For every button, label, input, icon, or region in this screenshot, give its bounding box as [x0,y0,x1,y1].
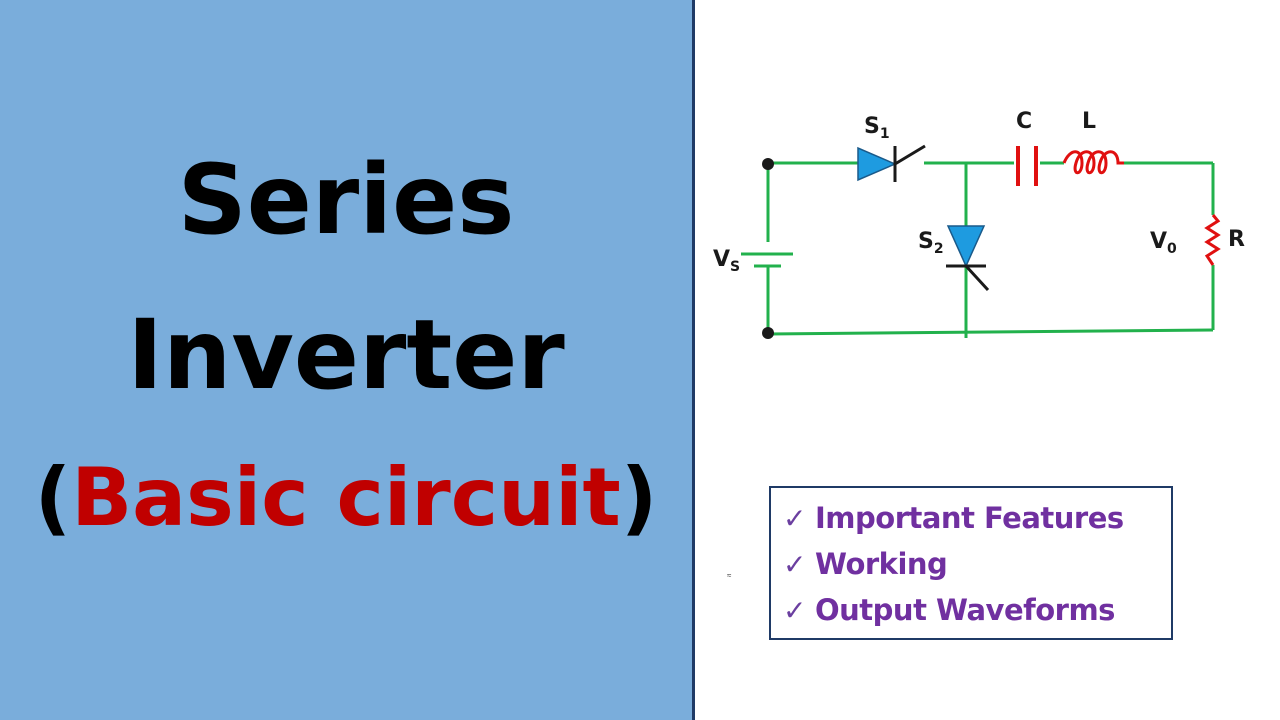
small-mark: ≈ [727,571,732,580]
open-paren: ( [34,451,72,544]
title-panel: Series Inverter (Basic circuit) [0,0,692,720]
capacitor [1016,146,1038,186]
feature-text: Important Features [815,501,1124,535]
features-box: ✓ Important Features ✓ Working ✓ Output … [769,486,1173,640]
close-paren: ) [620,451,658,544]
feature-item: ✓ Working [783,544,948,584]
wires [766,161,1215,338]
label-c: C [1016,109,1032,134]
thyristor-s1 [857,144,926,182]
series-inverter-circuit: VS S1 S2 C L V0 R [713,109,1245,339]
inductor [1062,150,1124,175]
check-icon: ✓ [783,547,807,581]
label-v0: V0 [1150,229,1177,257]
label-s1: S1 [864,114,890,142]
title-line-1: Series [177,144,515,256]
panel-divider [692,0,695,720]
label-vs: VS [713,247,740,275]
feature-item: ✓ Important Features [783,498,1124,538]
check-icon: ✓ [783,501,807,535]
feature-item: ✓ Output Waveforms [783,590,1115,630]
label-r: R [1228,227,1245,252]
wire-bottom [767,328,1214,336]
battery [741,252,793,268]
thyristor-s2 [946,225,990,292]
label-l: L [1082,109,1096,134]
title-line-3: (Basic circuit) [0,448,692,548]
title-line-2: Inverter [127,299,565,411]
label-s2: S2 [918,229,944,257]
resistor [1204,214,1221,266]
terminal-bottom [762,327,774,339]
terminal-top [762,158,774,170]
check-icon: ✓ [783,593,807,627]
feature-text: Working [815,547,948,581]
feature-text: Output Waveforms [815,593,1115,627]
title-accent: Basic circuit [71,451,621,544]
